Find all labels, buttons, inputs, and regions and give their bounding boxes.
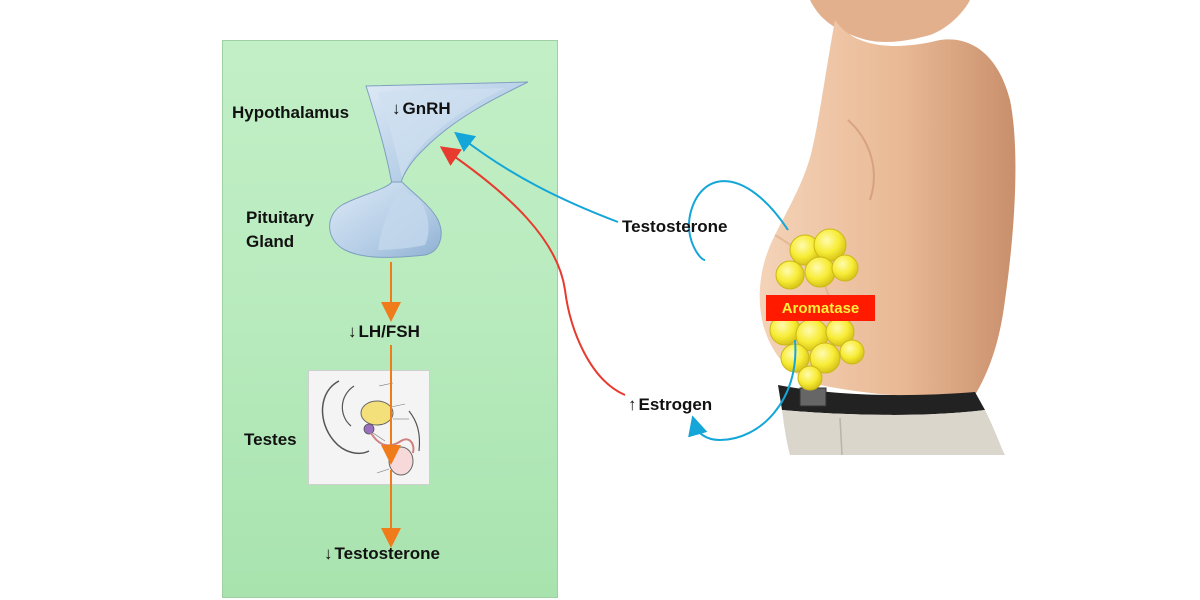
lh-fsh-text: LH/FSH [358, 322, 420, 341]
testosterone-to-estrogen-loop [688, 339, 797, 442]
testosterone-right-label: Testosterone [622, 217, 728, 236]
estrogen-label: ↑Estrogen [628, 396, 712, 413]
testes-anatomy-illustration [308, 370, 430, 485]
gnrh-text: GnRH [402, 99, 451, 118]
gnrh-label: ↓GnRH [392, 100, 451, 117]
down-arrow-icon: ↓ [348, 322, 357, 341]
hypothalamus-label: Hypothalamus [232, 103, 350, 122]
testes-label: Testes [244, 430, 297, 449]
testosterone-bottom-label: ↓Testosterone [324, 545, 440, 562]
testosterone-bottom-text: Testosterone [334, 544, 441, 563]
testosterone-feedback-arrow [454, 131, 619, 223]
pituitary-label-line2: Gland [246, 232, 295, 251]
pituitary-label-line1: Pituitary [246, 208, 315, 227]
aromatase-badge: Aromatase [766, 295, 875, 321]
up-arrow-icon: ↑ [628, 395, 637, 414]
estrogen-feedback-arrow [439, 146, 626, 396]
down-arrow-icon: ↓ [324, 544, 333, 563]
man-torso-photo [759, 0, 1016, 456]
testosterone-loop-top [688, 180, 789, 261]
hypothalamus-pituitary-illustration [329, 81, 529, 258]
lh-fsh-label: ↓LH/FSH [348, 323, 420, 340]
estrogen-text: Estrogen [638, 395, 713, 414]
down-arrow-icon: ↓ [392, 99, 401, 118]
